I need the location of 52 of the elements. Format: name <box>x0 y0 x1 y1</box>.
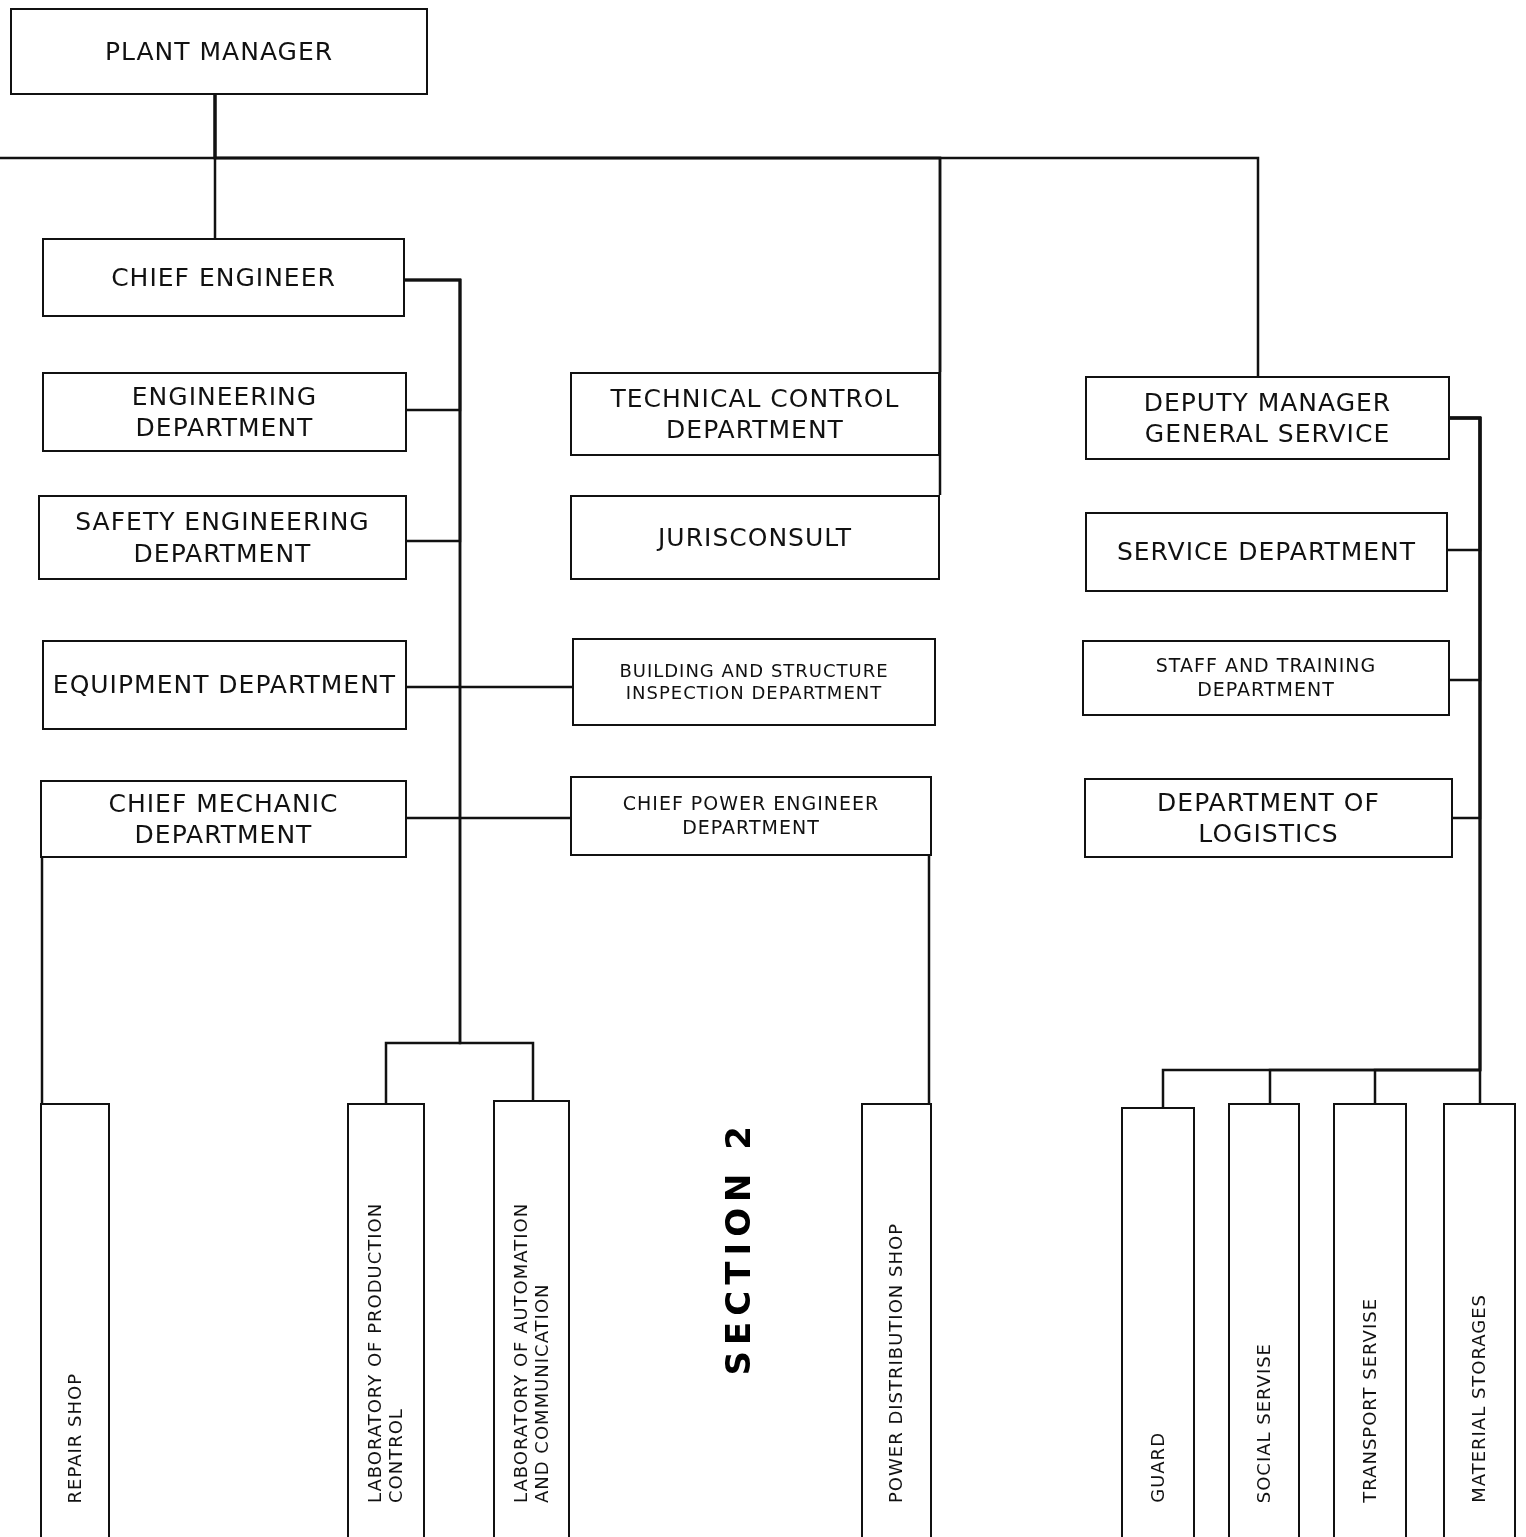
department-box <box>1084 778 1453 858</box>
unit-name: CHIEF POWER ENGINEER DEPARTMENT <box>621 792 881 840</box>
connector-line <box>405 278 535 1100</box>
vertical-unit-box <box>1121 1107 1195 1537</box>
department-box <box>38 495 407 580</box>
connector-line <box>1450 416 1482 1103</box>
connector-line <box>407 816 570 820</box>
department-box <box>570 776 932 856</box>
vertical-unit-box <box>493 1100 570 1537</box>
section-label: SECTION 2 <box>718 1120 758 1376</box>
unit-name: SAFETY ENGINEERING DEPARTMENT <box>74 506 371 569</box>
unit-name: SERVICE DEPARTMENT <box>1115 536 1418 568</box>
unit-name: PLANT MANAGER <box>103 35 335 68</box>
unit-name: TRANSPORT SERVISE <box>1359 1298 1381 1503</box>
unit-name: SOCIAL SERVISE <box>1253 1342 1275 1503</box>
connector-line <box>927 856 931 1103</box>
connector-line <box>40 858 44 1103</box>
unit-name: GUARD <box>1147 1432 1169 1503</box>
unit-name: JURISCONSULT <box>655 521 853 554</box>
department-box <box>572 638 936 726</box>
department-box <box>570 495 940 580</box>
vertical-unit-box <box>347 1103 425 1537</box>
unit-name: CHIEF MECHANIC DEPARTMENT <box>107 787 340 851</box>
unit-name: POWER DISTRIBUTION SHOP <box>886 1223 907 1503</box>
vertical-unit-box <box>1333 1103 1407 1537</box>
unit-name: LABORATORY OF PRODUCTION CONTROL <box>365 1201 407 1503</box>
unit-name: ENGINEERING DEPARTMENT <box>130 380 319 444</box>
department-box <box>40 780 407 858</box>
department-box <box>1082 640 1450 716</box>
connector-line <box>407 685 572 689</box>
department-box <box>10 8 428 95</box>
unit-name: EQUIPMENT DEPARTMENT <box>51 669 398 701</box>
department-box <box>42 238 405 317</box>
unit-name: STAFF AND TRAINING DEPARTMENT <box>1154 654 1378 702</box>
department-box <box>42 372 407 452</box>
unit-name: DEPARTMENT OF LOGISTICS <box>1156 786 1381 850</box>
vertical-unit-box <box>1228 1103 1300 1537</box>
department-box <box>42 640 407 730</box>
vertical-unit-box <box>40 1103 110 1537</box>
unit-name: LABORATORY OF AUTOMATION AND COMMUNICATION <box>510 1201 553 1503</box>
unit-name: TECHNICAL CONTROL DEPARTMENT <box>609 382 901 446</box>
unit-name: BUILDING AND STRUCTURE INSPECTION DEPARTMENT <box>618 659 890 705</box>
connector-line <box>213 95 1260 376</box>
department-box <box>1085 512 1448 592</box>
unit-name: DEPUTY MANAGER GENERAL SERVICE <box>1142 386 1393 450</box>
vertical-unit-box <box>1443 1103 1516 1537</box>
unit-name: MATERIAL STORAGES <box>1469 1294 1490 1503</box>
unit-name: REPAIR SHOP <box>64 1372 86 1503</box>
vertical-unit-box <box>861 1103 932 1537</box>
department-box <box>1085 376 1450 460</box>
department-box <box>570 372 940 456</box>
unit-name: CHIEF ENGINEER <box>110 261 337 294</box>
